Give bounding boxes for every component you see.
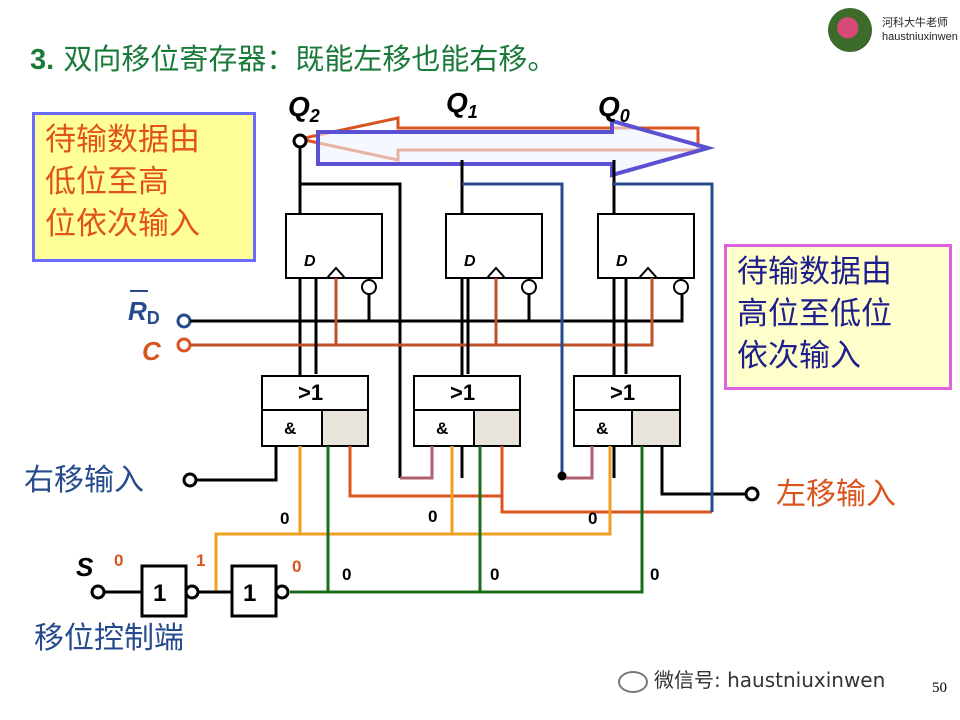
q2-terminal bbox=[292, 133, 308, 149]
rd-terminal bbox=[176, 313, 192, 329]
and-label-0: & bbox=[596, 419, 608, 438]
gate-block-1: >1 & bbox=[413, 375, 521, 447]
control-lines: RD C bbox=[128, 278, 684, 366]
flower-avatar bbox=[828, 8, 872, 52]
level-s-in: 0 bbox=[114, 551, 123, 570]
logo-name-cn: 河科大牛老师 bbox=[882, 16, 948, 29]
shift-left-terminal bbox=[744, 486, 760, 502]
and-or-gates: >1 & >1 & >1 & bbox=[261, 375, 681, 447]
gate-block-0: >1 & bbox=[573, 375, 681, 447]
author-logo: 河科大牛老师 haustniuxinwen bbox=[828, 6, 958, 52]
level-green-1: 0 bbox=[490, 565, 499, 584]
ff1-d-label: D bbox=[464, 253, 476, 270]
note-low-to-high: 待输数据由 低位至高 位依次输入 bbox=[32, 112, 256, 262]
q0-label: Q0 bbox=[598, 91, 630, 126]
shift-right-terminal bbox=[182, 472, 198, 488]
ff0-d-label: D bbox=[616, 253, 628, 270]
flipflop-ff2: D bbox=[285, 213, 383, 295]
clock-label: C bbox=[142, 336, 162, 366]
title-number: 3. bbox=[30, 44, 55, 76]
ff2-d-label: D bbox=[304, 253, 316, 270]
logo-name-en: haustniuxinwen bbox=[882, 31, 958, 43]
flipflop-ff0: D bbox=[597, 213, 695, 295]
gate-block-2: >1 & bbox=[261, 375, 369, 447]
level-green-2: 0 bbox=[342, 565, 351, 584]
page-number: 50 bbox=[932, 680, 947, 696]
page-title: 3. 双向移位寄存器：既能左移也能右移。 bbox=[30, 36, 556, 78]
output-labels: Q2 Q1 Q0 bbox=[288, 87, 630, 126]
level-orange-1: 0 bbox=[428, 507, 437, 526]
shift-left-label: 左移输入 bbox=[776, 477, 896, 512]
q2-label: Q2 bbox=[288, 91, 320, 126]
level-inv1-out: 1 bbox=[196, 551, 205, 570]
wechat-watermark: 微信号: haustniuxinwen bbox=[618, 664, 885, 693]
or-label-2: >1 bbox=[298, 380, 323, 405]
inverter-1-label: 1 bbox=[153, 580, 166, 607]
shift-right-label: 右移输入 bbox=[24, 463, 144, 498]
level-orange-2: 0 bbox=[280, 509, 289, 528]
right-shift-arrow bbox=[316, 118, 716, 178]
inverters: S 1 1 bbox=[76, 552, 290, 618]
inverter-2-label: 1 bbox=[243, 580, 256, 607]
q1-label: Q1 bbox=[446, 87, 478, 122]
and-label-2: & bbox=[284, 419, 296, 438]
s-label: S bbox=[76, 552, 94, 582]
or-label-0: >1 bbox=[610, 380, 635, 405]
clock-terminal bbox=[176, 337, 192, 353]
title-text: 双向移位寄存器：既能左移也能右移。 bbox=[63, 42, 557, 76]
note-high-to-low: 待输数据由 高位至低位 依次输入 bbox=[724, 244, 952, 390]
inverter-2 bbox=[230, 564, 278, 618]
shift-arrows bbox=[299, 116, 716, 178]
logic-levels: 0 1 0 0 0 0 0 0 0 bbox=[114, 507, 659, 584]
or-label-1: >1 bbox=[450, 380, 475, 405]
level-orange-0: 0 bbox=[588, 509, 597, 528]
level-green-0: 0 bbox=[650, 565, 659, 584]
d-flipflops: D D D bbox=[285, 213, 695, 295]
watermark-text: 微信号: haustniuxinwen bbox=[654, 668, 886, 692]
control-terminal-label: 移位控制端 bbox=[34, 621, 184, 656]
interconnect-wires bbox=[196, 182, 746, 594]
flipflop-ff1: D bbox=[445, 213, 543, 295]
d-input-wires bbox=[314, 278, 628, 374]
and-label-1: & bbox=[436, 419, 448, 438]
level-inv2-out: 0 bbox=[292, 557, 301, 576]
wechat-icon bbox=[618, 670, 648, 693]
s-terminal bbox=[90, 584, 106, 600]
rd-label: RD bbox=[128, 296, 160, 328]
